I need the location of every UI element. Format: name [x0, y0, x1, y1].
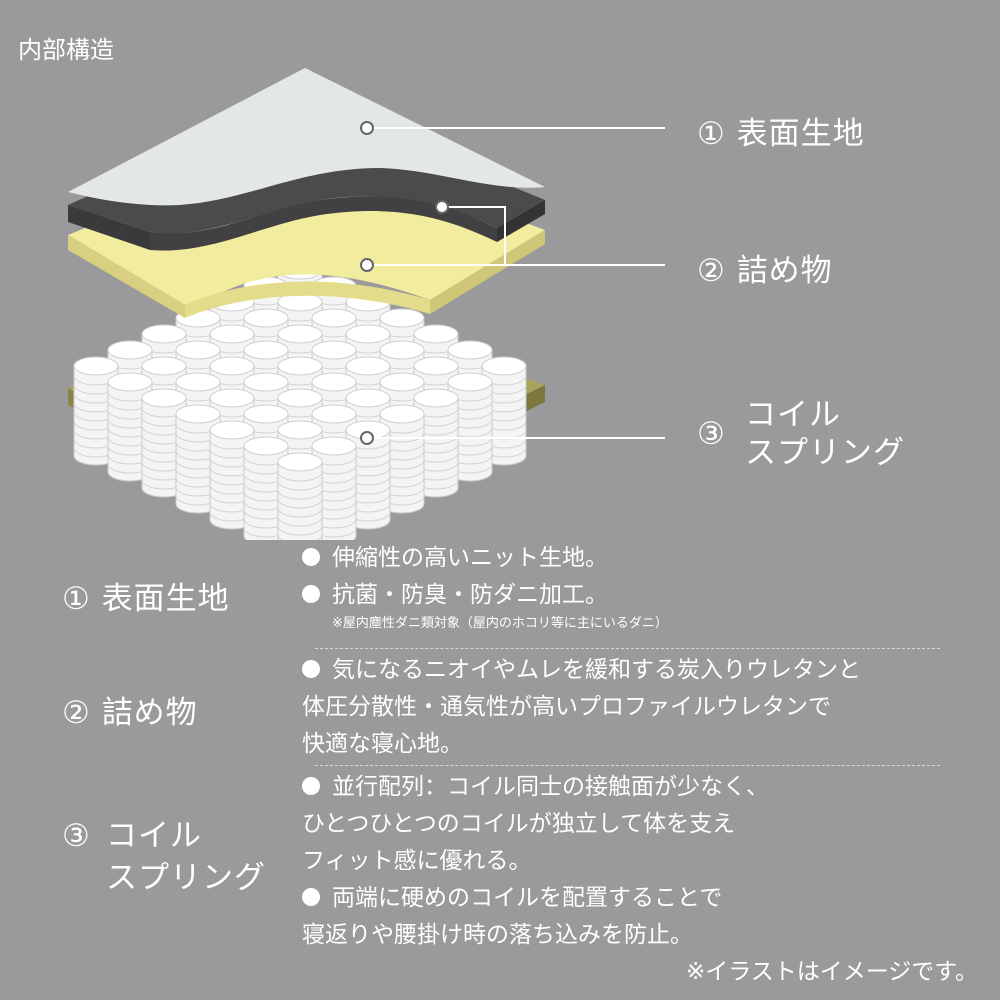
leader-dots — [360, 121, 449, 445]
bullet-icon — [302, 777, 320, 795]
section-coil-bullets: 並行配列：コイル同士の接触面が少なく、 ひとつひとつのコイルが独立して体を支え … — [302, 769, 769, 954]
footnote: ※屋内塵性ダニ類対象（屋内のホコリ等に主にいるダニ） — [332, 616, 668, 631]
bullet-icon — [302, 585, 320, 603]
coil-spring — [277, 452, 323, 540]
bullet-item: 並行配列：コイル同士の接触面が少なく、 — [302, 769, 769, 806]
divider — [315, 765, 940, 766]
top-fabric — [68, 68, 545, 206]
coil-spring — [345, 420, 391, 530]
bullet-icon — [302, 548, 320, 566]
coil-spring — [141, 388, 187, 498]
diagram-label-coil: ③ コイル スプリング — [697, 397, 905, 471]
section-filling-bullets: 気になるニオイやムレを緩和する炭入りウレタンと 体圧分散性・通気性が高いプロファ… — [302, 652, 861, 763]
bullet-icon — [302, 660, 320, 678]
diagram-label-filling: ② 詰め物 — [697, 253, 833, 289]
section-label-coil: ③ コイル スプリング — [62, 818, 266, 896]
section-label-filling: ② 詰め物 — [62, 695, 198, 731]
coil-spring — [107, 372, 153, 482]
mattress-illustration — [68, 68, 665, 540]
diagram-label-fabric: ① 表面生地 — [697, 116, 865, 152]
coil-springs — [73, 260, 527, 540]
bullet-item: 抗菌・防臭・防ダニ加工。 — [302, 577, 668, 614]
coil-spring — [73, 356, 119, 466]
bullet-item: 気になるニオイやムレを緩和する炭入りウレタンと — [302, 652, 861, 689]
section-label-fabric: ① 表面生地 — [62, 581, 230, 617]
bullet-item: 両端に硬めのコイルを配置することで — [302, 880, 769, 917]
section-fabric-bullets: 伸縮性の高いニット生地。 抗菌・防臭・防ダニ加工。 ※屋内塵性ダニ類対象（屋内の… — [302, 540, 668, 634]
leader-lines — [367, 127, 665, 439]
illustration-disclaimer: ※イラストはイメージです。 — [685, 959, 978, 985]
coil-spring — [413, 388, 459, 498]
bullet-item: 伸縮性の高いニット生地。 — [302, 540, 668, 577]
divider — [315, 648, 940, 649]
bullet-icon — [302, 888, 320, 906]
page-title: 内部構造 — [18, 36, 114, 64]
